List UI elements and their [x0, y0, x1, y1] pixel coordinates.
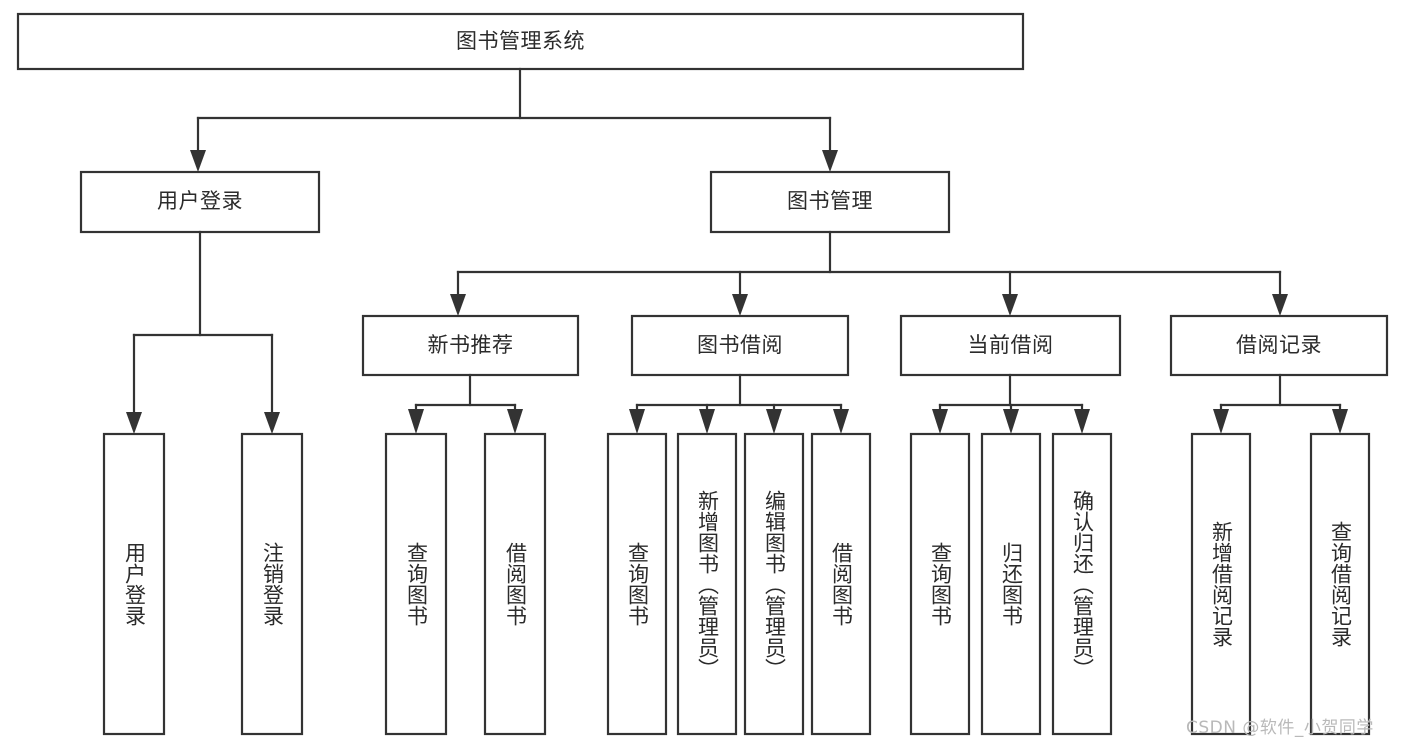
- node-box-new-book-rec[interactable]: [361, 314, 580, 377]
- node-box-leaf-query-record[interactable]: [1309, 432, 1371, 736]
- arrow-head-icon: [264, 412, 280, 434]
- arrow-head-icon: [629, 409, 645, 434]
- arrow-head-icon: [450, 294, 466, 316]
- node-box-leaf-edit-book[interactable]: [743, 432, 805, 736]
- arrow-head-icon: [190, 150, 206, 172]
- node-box-root[interactable]: [16, 12, 1025, 71]
- connector-bookmanage-to-level2: [450, 230, 1288, 316]
- arrow-head-icon: [126, 412, 142, 434]
- node-box-user-login[interactable]: [79, 170, 321, 234]
- arrow-head-icon: [833, 409, 849, 434]
- node-box-leaf-logout[interactable]: [240, 432, 304, 736]
- arrow-head-icon: [732, 294, 748, 316]
- node-box-leaf-user-login[interactable]: [102, 432, 166, 736]
- node-box-current-borrow[interactable]: [899, 314, 1122, 377]
- node-box-leaf-add-record[interactable]: [1190, 432, 1252, 736]
- arrow-head-icon: [507, 409, 523, 434]
- arrow-head-icon: [408, 409, 424, 434]
- arrow-head-icon: [932, 409, 948, 434]
- node-box-leaf-query-book-1[interactable]: [384, 432, 448, 736]
- arrow-head-icon: [1332, 409, 1348, 434]
- arrow-head-icon: [699, 409, 715, 434]
- node-box-book-borrow[interactable]: [630, 314, 850, 377]
- connector-root-to-level1: [190, 67, 838, 172]
- arrow-head-icon: [766, 409, 782, 434]
- node-box-leaf-add-book[interactable]: [676, 432, 738, 736]
- node-box-leaf-query-book-2[interactable]: [606, 432, 668, 736]
- arrow-head-icon: [822, 150, 838, 172]
- arrow-head-icon: [1213, 409, 1229, 434]
- arrow-head-icon: [1003, 409, 1019, 434]
- node-box-leaf-return-book[interactable]: [980, 432, 1042, 736]
- connector-userlogin-to-children: [126, 230, 280, 434]
- connector-newbookrec-to-children: [408, 373, 523, 434]
- connector-borrowrecord-to-children: [1213, 373, 1348, 434]
- arrow-head-icon: [1074, 409, 1090, 434]
- node-box-borrow-record[interactable]: [1169, 314, 1389, 377]
- node-box-leaf-borrow-book-1[interactable]: [483, 432, 547, 736]
- arrow-head-icon: [1272, 294, 1288, 316]
- watermark-label: CSDN @软件_小贺同学: [1186, 718, 1374, 738]
- connector-bookborrow-to-children: [629, 373, 849, 434]
- node-box-leaf-confirm-return[interactable]: [1051, 432, 1113, 736]
- node-box-leaf-query-book-3[interactable]: [909, 432, 971, 736]
- node-box-leaf-borrow-book-2[interactable]: [810, 432, 872, 736]
- node-box-book-manage[interactable]: [709, 170, 951, 234]
- arrow-head-icon: [1002, 294, 1018, 316]
- connector-currentborrow-to-children: [932, 373, 1090, 434]
